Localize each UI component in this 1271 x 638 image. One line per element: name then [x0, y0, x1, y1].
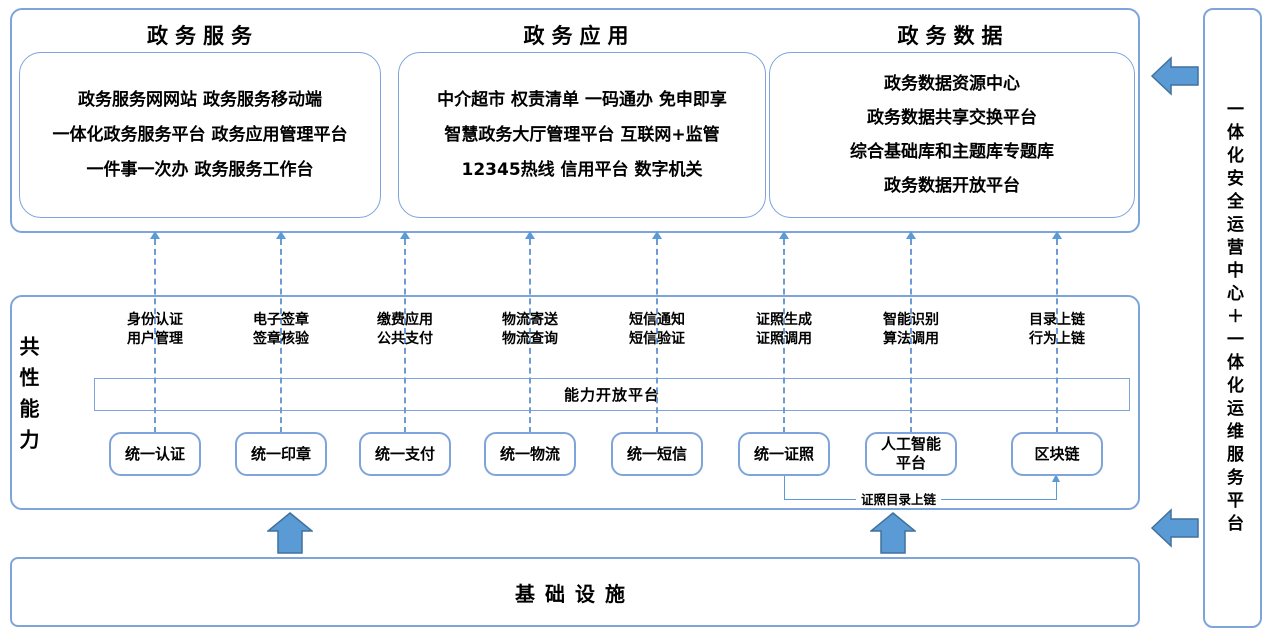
data-line: 政务数据共享交换平台 [867, 108, 1037, 128]
dashed-up-arrow-icon [525, 231, 535, 239]
box-unified-auth: 统一认证 [109, 432, 201, 476]
dashed-up-arrow-icon [906, 231, 916, 239]
services-line: 一体化政务服务平台 政务应用管理平台 [52, 124, 348, 145]
dashed-up-arrow-icon [150, 231, 160, 239]
security-ops-label: 一体化安全运营中心＋一体化运维服务平台 [1223, 99, 1243, 537]
data-line: 政务数据开放平台 [884, 176, 1020, 196]
dashed-connector [280, 239, 282, 433]
applications-card: 中介超市 权责清单 一码通办 免申即享 智慧政务大厅管理平台 互联网+监管 12… [398, 52, 766, 218]
chain-connector-line [1056, 481, 1057, 500]
capability-label-ai: 智能识别 算法调用 [883, 312, 939, 347]
box-unified-sms: 统一短信 [611, 432, 703, 476]
section-title-data: 政务数据 [897, 24, 1010, 48]
data-line: 综合基础库和主题库专题库 [850, 142, 1054, 162]
infrastructure-box: 基础设施 [10, 557, 1140, 627]
dashed-connector [1056, 239, 1058, 433]
data-card: 政务数据资源中心 政务数据共享交换平台 综合基础库和主题库专题库 政务数据开放平… [769, 52, 1135, 218]
dashed-connector [154, 239, 156, 433]
chain-up-arrow-icon [1052, 474, 1060, 482]
top-sections-container: 政务服务 政务应用 政务数据 政务服务网网站 政务服务移动端 一体化政务服务平台… [10, 8, 1140, 233]
box-unified-seal: 统一印章 [235, 432, 327, 476]
left-arrow-icon [1151, 56, 1199, 96]
applications-line: 中介超市 权责清单 一码通办 免申即享 [437, 89, 727, 110]
box-ai-platform: 人工智能 平台 [865, 432, 957, 476]
dashed-connector [529, 239, 531, 433]
section-title-applications: 政务应用 [523, 24, 636, 48]
dashed-up-arrow-icon [652, 231, 662, 239]
dashed-connector [910, 239, 912, 433]
infrastructure-label: 基础设施 [515, 581, 635, 606]
section-title-services: 政务服务 [147, 24, 259, 48]
box-blockchain: 区块链 [1011, 432, 1103, 476]
up-arrow-icon [870, 512, 916, 554]
capability-open-platform-bar: 能力开放平台 [94, 378, 1130, 411]
services-card: 政务服务网网站 政务服务移动端 一体化政务服务平台 政务应用管理平台 一件事一次… [19, 52, 381, 218]
box-unified-payment: 统一支付 [359, 432, 451, 476]
left-arrow-icon [1151, 508, 1199, 548]
capability-label-logistics: 物流寄送 物流查询 [502, 312, 558, 347]
box-unified-license: 统一证照 [738, 432, 830, 476]
capability-label-chain: 目录上链 行为上链 [1029, 312, 1085, 347]
capability-label-sms: 短信通知 短信验证 [629, 312, 685, 347]
applications-line: 12345热线 信用平台 数字机关 [461, 159, 703, 180]
capability-label-signature: 电子签章 签章核验 [253, 312, 309, 347]
services-line: 一件事一次办 政务服务工作台 [86, 159, 314, 180]
capability-label-license: 证照生成 证照调用 [756, 312, 812, 347]
dashed-up-arrow-icon [276, 231, 286, 239]
box-unified-logistics: 统一物流 [484, 432, 576, 476]
capability-label-identity: 身份认证 用户管理 [127, 312, 183, 347]
capability-open-platform-label: 能力开放平台 [563, 386, 660, 404]
dashed-connector [656, 239, 658, 433]
dashed-up-arrow-icon [779, 231, 789, 239]
chain-connector-line [784, 476, 785, 500]
capability-label-payment: 缴费应用 公共支付 [377, 312, 433, 347]
common-capabilities-label: 共性能力 [16, 336, 40, 460]
dashed-up-arrow-icon [1052, 231, 1062, 239]
common-capabilities-container [10, 295, 1140, 510]
dashed-connector [783, 239, 785, 433]
chain-connector-label: 证照目录上链 [856, 489, 942, 508]
dashed-connector [404, 239, 406, 433]
applications-line: 智慧政务大厅管理平台 互联网+监管 [444, 124, 720, 145]
services-line: 政务服务网网站 政务服务移动端 [78, 89, 322, 110]
data-line: 政务数据资源中心 [884, 74, 1020, 94]
up-arrow-icon [267, 512, 313, 554]
dashed-up-arrow-icon [400, 231, 410, 239]
security-ops-bar: 一体化安全运营中心＋一体化运维服务平台 [1203, 8, 1262, 628]
